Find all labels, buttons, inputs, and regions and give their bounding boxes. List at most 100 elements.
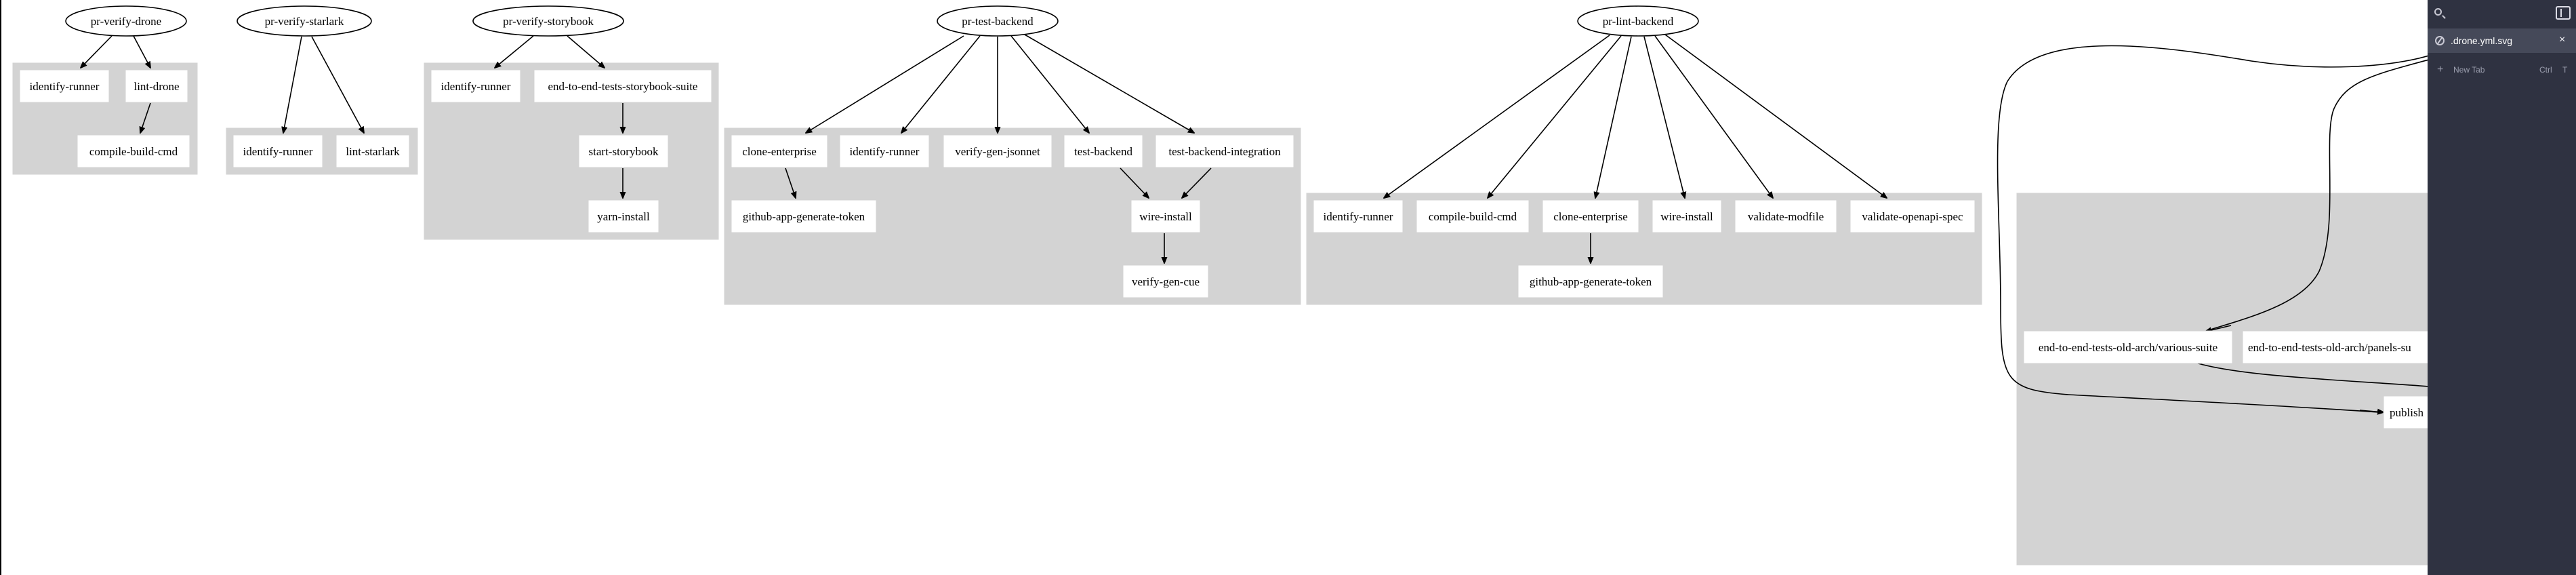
job-label: end-to-end-tests-old-arch/panels-su	[2248, 341, 2411, 354]
job-node	[335, 134, 410, 168]
edge	[2359, 410, 2384, 412]
new-tab-button[interactable]: + New Tab Ctrl T	[2428, 60, 2576, 80]
job-label: end-to-end-tests-storybook-suite	[548, 80, 698, 93]
job-label: lint-drone	[134, 80, 179, 93]
job-node	[1542, 199, 1639, 233]
job-node	[2242, 330, 2429, 364]
edge	[1024, 34, 1194, 133]
job-label: clone-enterprise	[742, 145, 817, 158]
edge	[311, 36, 364, 133]
job-label: wire-install	[1139, 210, 1192, 223]
pipeline-node	[937, 5, 1059, 37]
job-node	[1155, 134, 1294, 168]
tab-drone-yml-svg[interactable]: .drone.yml.svg ×	[2428, 28, 2576, 53]
job-label: verify-gen-jsonnet	[955, 145, 1040, 158]
edge	[495, 35, 534, 68]
job-label: verify-gen-cue	[1132, 275, 1200, 288]
edge	[1643, 36, 1685, 198]
job-label: validate-modfile	[1748, 210, 1824, 223]
job-label: yarn-install	[597, 210, 650, 223]
edge	[140, 102, 151, 133]
job-node	[1122, 264, 1209, 298]
job-node	[533, 69, 712, 103]
job-label: compile-build-cmd	[1429, 210, 1517, 223]
job-node	[1734, 199, 1837, 233]
sidebar-toggle-icon[interactable]	[2556, 6, 2571, 20]
edge	[901, 35, 981, 133]
edge	[806, 35, 964, 133]
search-icon[interactable]	[2434, 8, 2442, 16]
pipeline-label: pr-test-backend	[962, 15, 1034, 28]
browser-sidebar: .drone.yml.svg × + New Tab Ctrl T	[2428, 0, 2576, 575]
job-node	[232, 134, 323, 168]
job-node	[19, 69, 110, 103]
job-label: clone-enterprise	[1553, 210, 1628, 223]
edge	[2193, 361, 2429, 387]
tab-title: .drone.yml.svg	[2451, 35, 2513, 46]
pipeline-label: pr-verify-storybook	[503, 15, 594, 28]
edge	[1664, 34, 1887, 198]
job-node	[1313, 199, 1404, 233]
globe-icon	[2435, 36, 2445, 45]
svg-canvas: pr-verify-drone pr-verify-starlark pr-ve…	[0, 0, 2429, 575]
edge	[81, 35, 113, 68]
close-icon[interactable]: ×	[2559, 34, 2566, 45]
job-node	[1849, 199, 1976, 233]
edge	[2205, 59, 2429, 332]
pipeline-node	[472, 5, 624, 37]
job-node	[77, 134, 190, 168]
job-node	[839, 134, 930, 168]
job-label: identify-runner	[243, 145, 313, 158]
pipeline-graph: pr-verify-drone pr-verify-starlark pr-ve…	[12, 5, 2429, 566]
job-label: identify-runner	[441, 80, 511, 93]
job-label: test-backend	[1074, 145, 1132, 158]
job-node	[1517, 264, 1664, 298]
cluster-cutoff	[2016, 193, 2429, 566]
job-label: identify-runner	[850, 145, 920, 158]
job-node	[731, 199, 877, 233]
job-label: lint-starlark	[346, 145, 400, 158]
pipeline-node	[65, 5, 187, 37]
job-node	[2023, 330, 2233, 364]
edge	[283, 36, 302, 133]
shortcut-modifier: Ctrl	[2539, 65, 2552, 75]
job-label: wire-install	[1660, 210, 1713, 223]
job-node	[943, 134, 1052, 168]
pipeline-label: pr-verify-starlark	[265, 15, 344, 28]
edge	[1120, 167, 1149, 198]
job-node	[1416, 199, 1530, 233]
new-tab-label: New Tab	[2453, 65, 2485, 75]
job-node	[125, 69, 188, 103]
job-node	[578, 134, 669, 168]
edge	[1488, 35, 1622, 198]
job-label: validate-openapi-spec	[1862, 210, 1963, 223]
job-label: identify-runner	[1324, 210, 1393, 223]
edge	[1997, 45, 2429, 413]
pipeline-label: pr-verify-drone	[91, 15, 161, 28]
job-label: publish	[2390, 406, 2424, 419]
job-label: test-backend-integration	[1168, 145, 1281, 158]
pipeline-node	[1577, 5, 1699, 37]
job-label: compile-build-cmd	[89, 145, 178, 158]
job-node	[588, 199, 659, 233]
edge	[1595, 36, 1632, 198]
edge	[133, 35, 150, 68]
edge	[567, 35, 605, 68]
job-node	[430, 69, 521, 103]
edge	[1654, 35, 1773, 198]
edge	[1010, 35, 1089, 133]
job-label: identify-runner	[30, 80, 100, 93]
pipeline-label: pr-lint-backend	[1603, 15, 1674, 28]
job-label: start-storybook	[589, 145, 659, 158]
job-label: end-to-end-tests-old-arch/various-suite	[2039, 341, 2217, 354]
job-label: github-app-generate-token	[1530, 275, 1652, 288]
job-node	[1652, 199, 1722, 233]
edge	[1182, 167, 1212, 198]
job-node	[731, 134, 828, 168]
shortcut-key: T	[2562, 65, 2568, 75]
job-node	[1063, 134, 1143, 168]
edge	[785, 167, 796, 198]
plus-icon: +	[2437, 64, 2444, 75]
pipeline-node	[237, 5, 372, 37]
job-label: github-app-generate-token	[743, 210, 865, 223]
